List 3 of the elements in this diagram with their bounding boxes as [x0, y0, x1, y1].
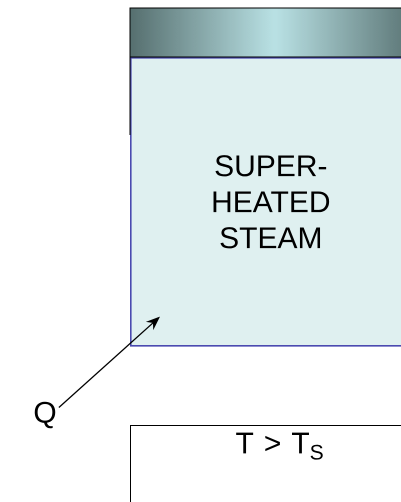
vessel-chamber: SUPER- HEATED STEAM	[130, 57, 401, 347]
condition-box: T > T$_{S}$	[130, 425, 401, 502]
heat-label: Q	[34, 402, 56, 428]
